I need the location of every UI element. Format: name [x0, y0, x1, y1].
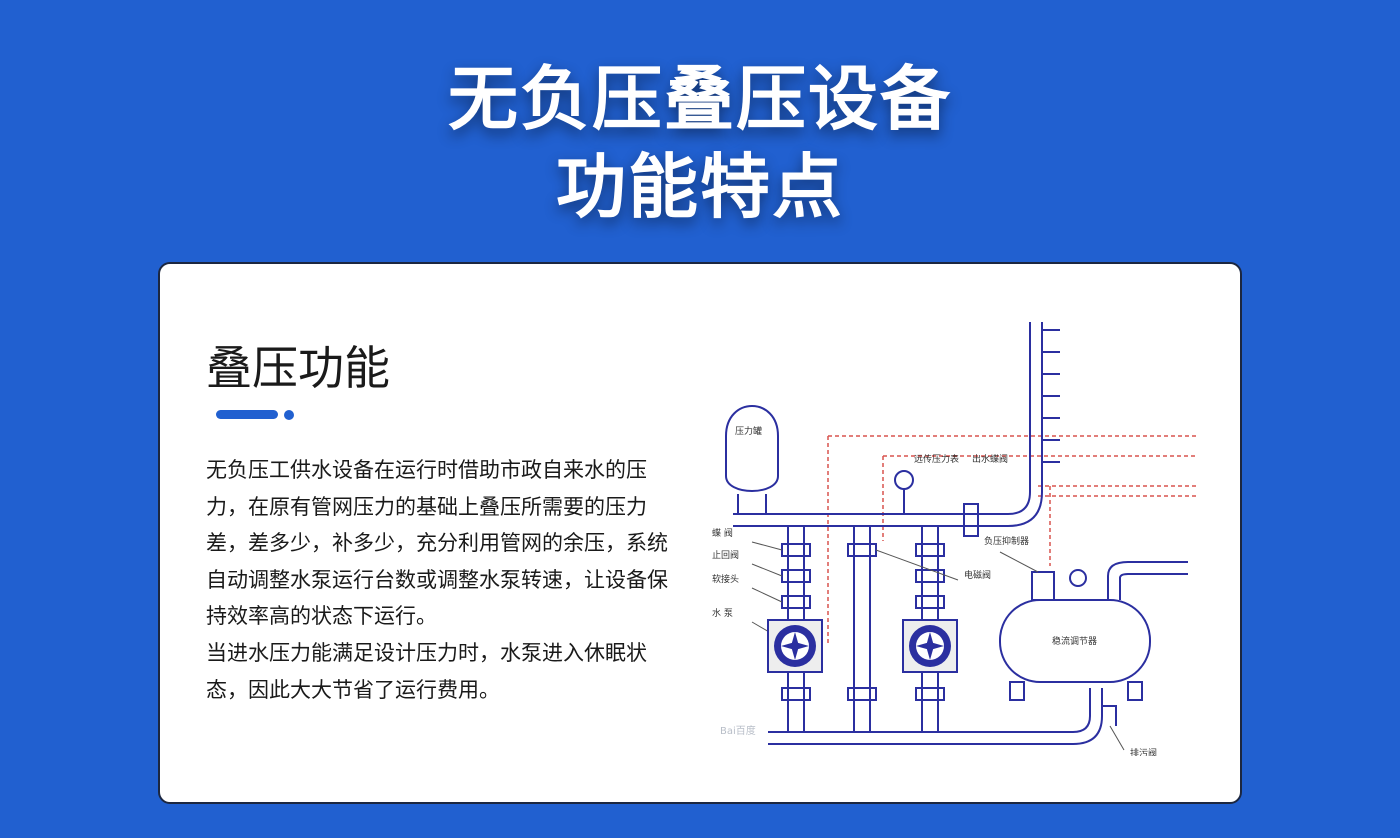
outlet-butterfly-valve [963, 503, 979, 537]
suppressor-body [1031, 571, 1055, 601]
underline-bar [216, 410, 278, 419]
stabilizer-tank [999, 599, 1151, 683]
outlet-manifold [733, 322, 1031, 515]
leader-butterfly [751, 541, 783, 551]
diagram-watermark: Bai百度 [720, 724, 756, 737]
pump1-lower-valve [781, 687, 811, 701]
label-soft-joint: 软接头 [712, 573, 739, 585]
system-diagram: 压力罐 远传压力表 出水蝶阀 蝶 阀 止回阀 软接头 水 泵 负压抑制器 电磁阀… [708, 316, 1202, 756]
pump1-check-valve [781, 569, 811, 583]
label-pressure-tank: 压力罐 [735, 425, 762, 437]
leader-drain [1109, 725, 1125, 751]
stabilizer-foot-left [1009, 681, 1025, 701]
label-remote-gauge: 远传压力表 [914, 453, 959, 465]
stabilizer-outlet-pipe [1107, 561, 1188, 600]
label-drain-valve: 排污阀 [1130, 747, 1157, 756]
remote-pressure-gauge [894, 470, 914, 490]
label-butterfly-valve: 蝶 阀 [712, 527, 733, 539]
label-pump: 水 泵 [712, 607, 733, 619]
leader-suppressor [999, 551, 1039, 573]
label-outlet-valve: 出水蝶阀 [972, 453, 1008, 465]
outlet-manifold-inner [733, 322, 1043, 527]
pump-unit-1 [767, 619, 823, 673]
inlet-header-inner [768, 688, 1103, 745]
pump2-soft-joint [915, 595, 945, 609]
section-body: 无负压工供水设备在运行时借助市政自来水的压力，在原有管网压力的基础上叠压所需要的… [206, 452, 668, 708]
label-solenoid: 电磁阀 [964, 569, 991, 581]
stabilizer-foot-right [1127, 681, 1143, 701]
hero-title-line-1: 无负压叠压设备 [448, 58, 952, 140]
label-check-valve: 止回阀 [712, 549, 739, 561]
pump1-soft-joint [781, 595, 811, 609]
riser-valves [1042, 329, 1060, 463]
leader-solenoid [875, 549, 959, 581]
pump-unit-2 [902, 619, 958, 673]
underline-dot [284, 410, 294, 420]
hero-title-line-2: 功能特点 [556, 146, 844, 228]
pressure-tank-legs [737, 494, 767, 514]
stabilizer-gauge [1069, 569, 1087, 587]
bypass-lower-valve [847, 687, 877, 701]
leader-check [751, 563, 783, 577]
section-title: 叠压功能 [206, 341, 390, 395]
hero-title: 无负压叠压设备 功能特点 [0, 55, 1400, 231]
paragraph-2: 当进水压力能满足设计压力时，水泵进入休眠状态，因此大大节省了运行费用。 [206, 640, 647, 702]
system-diagram-svg: 压力罐 远传压力表 出水蝶阀 蝶 阀 止回阀 软接头 水 泵 负压抑制器 电磁阀… [712, 322, 1198, 756]
pump2-check-valve [915, 569, 945, 583]
pressure-tank [725, 405, 779, 492]
leader-soft [751, 587, 783, 603]
pump-column-bypass [853, 526, 871, 732]
pump2-lower-valve [915, 687, 945, 701]
bypass-solenoid-valve [847, 543, 877, 557]
drain-pipe [1102, 705, 1117, 726]
paragraph-1: 无负压工供水设备在运行时借助市政自来水的压力，在原有管网压力的基础上叠压所需要的… [206, 458, 668, 629]
label-stabilizer: 稳流调节器 [1052, 635, 1097, 647]
feature-card: 叠压功能 无负压工供水设备在运行时借助市政自来水的压力，在原有管网压力的基础上叠… [158, 262, 1242, 804]
pump2-butterfly-valve [915, 543, 945, 557]
pump1-butterfly-valve [781, 543, 811, 557]
inlet-header [768, 688, 1091, 733]
label-suppressor: 负压抑制器 [984, 535, 1029, 547]
